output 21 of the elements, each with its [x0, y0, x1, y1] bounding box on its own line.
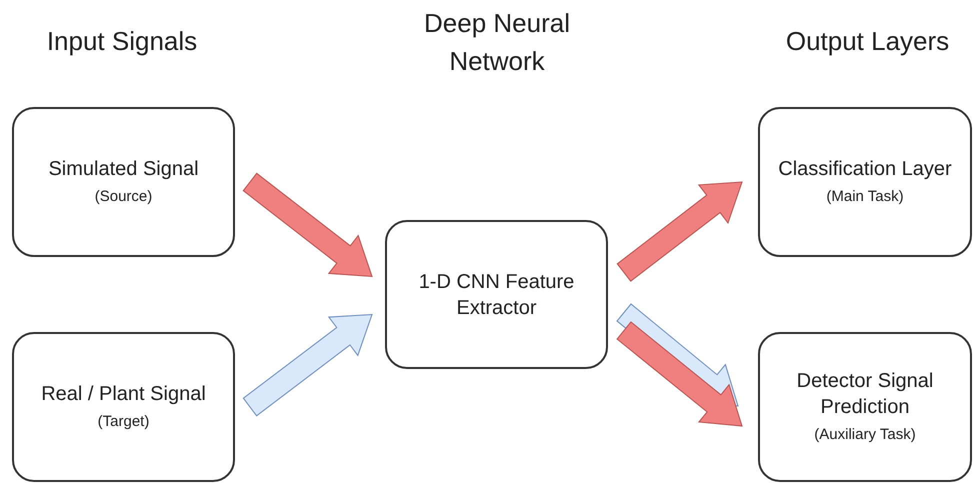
block-arrow: [242, 314, 373, 416]
node-subtitle: (Auxiliary Task): [814, 425, 916, 445]
rounded-box: [385, 220, 608, 369]
column-heading: Output Layers: [784, 25, 950, 58]
node-subtitle: (Main Task): [826, 187, 904, 207]
node-title: Real / Plant Signal: [41, 382, 206, 407]
column-heading: Input Signals: [46, 25, 198, 58]
block-arrow: [242, 172, 373, 278]
node-title: Classification Layer: [778, 157, 952, 182]
block-arrow: [616, 321, 743, 427]
node-subtitle: (Source): [94, 187, 152, 207]
rounded-box: [12, 332, 235, 482]
node-title: Simulated Signal: [48, 157, 199, 182]
column-heading: Deep Neural Network: [423, 7, 571, 78]
node-subtitle: (Target): [98, 412, 150, 432]
rounded-box: [758, 107, 972, 257]
block-arrow: [616, 181, 743, 282]
rounded-box: [758, 332, 972, 482]
node-title: 1-D CNN Feature Extractor: [418, 270, 576, 320]
node-title: Detector Signal Prediction: [796, 369, 934, 420]
rounded-box: [12, 107, 235, 257]
